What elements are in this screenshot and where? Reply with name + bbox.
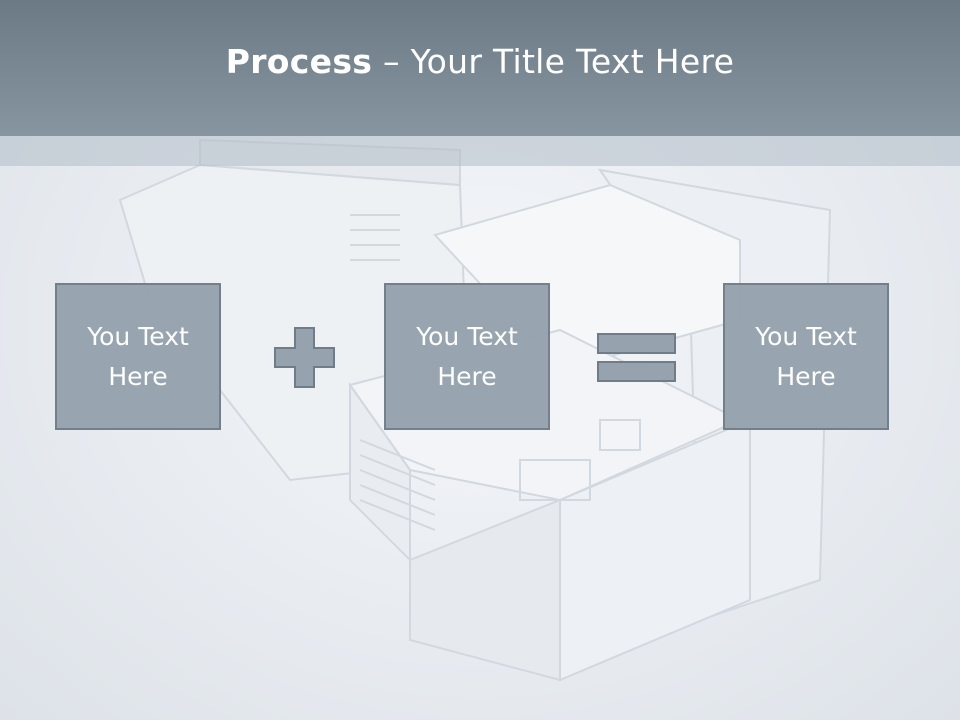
title-band — [0, 136, 960, 166]
slide-title: Process – Your Title Text Here — [226, 42, 735, 81]
process-box-1[interactable]: You Text Here — [55, 283, 221, 430]
process-box-3-label: You Text Here — [755, 321, 857, 391]
title-bar: Process – Your Title Text Here — [0, 0, 960, 136]
equals-icon — [597, 333, 676, 382]
plus-icon — [274, 327, 335, 388]
title-rest-part: – Your Title Text Here — [372, 41, 735, 81]
process-box-2[interactable]: You Text Here — [384, 283, 550, 430]
process-box-1-label: You Text Here — [87, 321, 189, 391]
process-box-2-label: You Text Here — [416, 321, 518, 391]
process-box-3[interactable]: You Text Here — [723, 283, 889, 430]
title-bold-part: Process — [225, 41, 373, 81]
